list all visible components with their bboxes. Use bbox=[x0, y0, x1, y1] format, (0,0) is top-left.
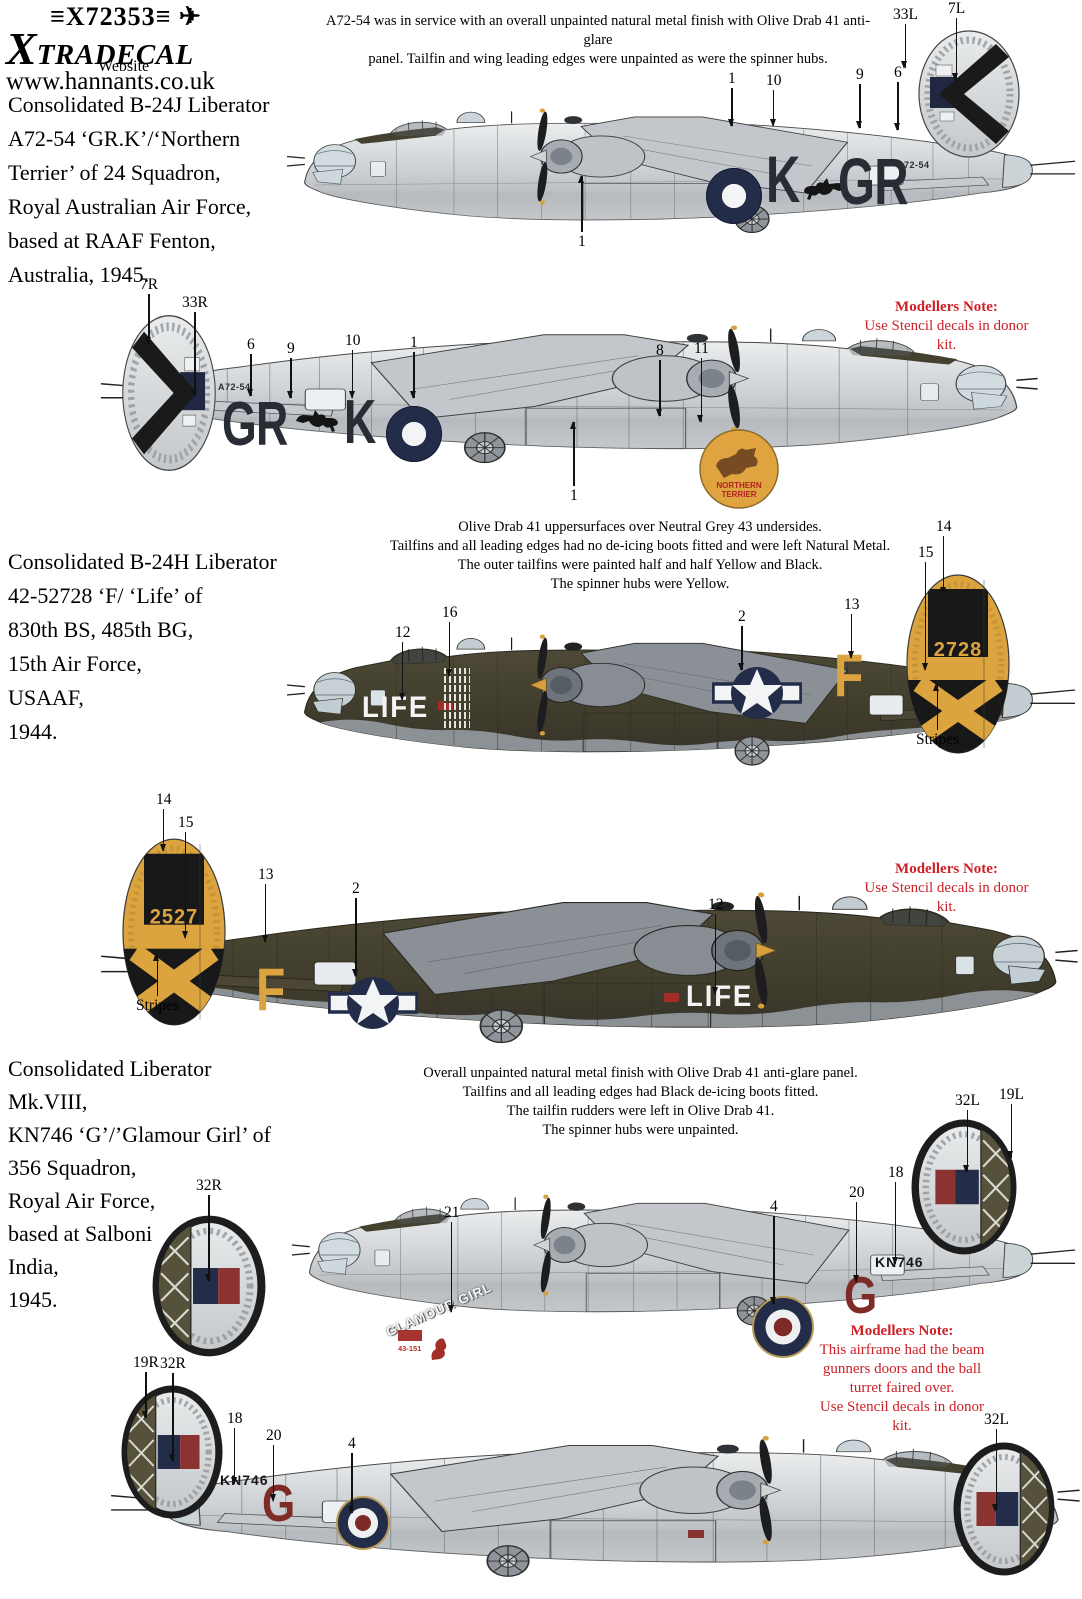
callout: 20 bbox=[849, 1184, 865, 1283]
svg-text:NORTHERN: NORTHERN bbox=[716, 481, 762, 490]
website-url[interactable]: www.hannants.co.uk bbox=[6, 68, 215, 95]
seac-roundel-port bbox=[752, 1296, 814, 1358]
brand-name: XTRADECAL bbox=[6, 23, 194, 74]
plane-icon: ✈ bbox=[178, 2, 202, 31]
profile3-tailfin: 2728 bbox=[904, 572, 1012, 756]
code-letter-k-stbd: K bbox=[344, 388, 376, 457]
code-letters-gr-stbd: GR bbox=[222, 390, 288, 459]
callout: 19L bbox=[999, 1086, 1024, 1159]
callout: 12 bbox=[708, 896, 724, 995]
callout: 18 bbox=[888, 1164, 904, 1265]
callout: 13 bbox=[844, 596, 860, 659]
callout: 10 bbox=[766, 72, 782, 127]
callout: 4 bbox=[346, 1435, 356, 1514]
modellers-note-3: Modellers Note: This airframe had the be… bbox=[819, 1323, 985, 1434]
callout: 33R bbox=[182, 294, 208, 397]
us-star-insignia-stbd bbox=[328, 977, 418, 1029]
seac-roundel-stbd bbox=[336, 1496, 390, 1550]
callout: 1 bbox=[726, 70, 736, 127]
callout: 1 bbox=[408, 334, 418, 399]
callout: 21 bbox=[444, 1204, 460, 1313]
aircraft1-title: Consolidated B-24J Liberator A72-54 ‘GR.… bbox=[8, 92, 270, 287]
scheme3-note: Overall unpainted natural metal finish w… bbox=[423, 1065, 858, 1138]
callout: 32R bbox=[160, 1355, 186, 1462]
brand-initial: X bbox=[6, 23, 37, 74]
code-letters-gr-port: GR bbox=[838, 144, 909, 218]
scheme1-note: A72-54 was in service with an overall un… bbox=[325, 13, 870, 67]
callout: 14 bbox=[936, 518, 952, 595]
callout: 7L bbox=[948, 0, 965, 81]
callout: 33L bbox=[893, 6, 918, 69]
callout: 9 bbox=[285, 340, 295, 399]
callout: 6 bbox=[892, 64, 902, 131]
serial-kn746-port: KN746 bbox=[875, 1254, 924, 1270]
life-name-port: LIFE bbox=[362, 691, 430, 724]
scheme2-note: Olive Drab 41 uppersurfaces over Neutral… bbox=[389, 519, 891, 592]
callout: 8 bbox=[654, 342, 664, 417]
aircraft2-title: Consolidated B-24H Liberator 42-52728 ‘F… bbox=[8, 549, 277, 744]
life-name-stbd: LIFE bbox=[686, 980, 754, 1013]
serial-a7254-port: A72-54 bbox=[897, 160, 930, 170]
callout: 11 bbox=[694, 340, 709, 423]
callout: 32R bbox=[196, 1177, 222, 1282]
callout: 6 bbox=[245, 336, 255, 397]
callout: 15 bbox=[918, 544, 934, 671]
noseart-serial: 43-151 bbox=[398, 1344, 422, 1353]
profile4-artwork bbox=[95, 870, 1080, 1100]
profile6-artwork bbox=[105, 1415, 1082, 1599]
callout: 4 bbox=[768, 1198, 778, 1305]
pinup-figure bbox=[431, 1338, 447, 1360]
callout: 1 bbox=[568, 421, 578, 504]
profile1-tailfin bbox=[916, 28, 1022, 160]
callout: 2 bbox=[736, 608, 746, 671]
callout: 16 bbox=[442, 604, 458, 677]
svg-text:2728: 2728 bbox=[934, 639, 983, 661]
product-code-row: ≡X72353≡ ✈ bbox=[50, 2, 202, 31]
mission-tally bbox=[444, 668, 470, 730]
dog-silhouette-stbd bbox=[296, 410, 338, 432]
callout: 18 bbox=[227, 1410, 243, 1485]
us-star-insignia-port bbox=[712, 667, 802, 719]
svg-text:TERRIER: TERRIER bbox=[721, 490, 756, 499]
callout: 7R bbox=[140, 276, 158, 345]
callout: 14 bbox=[156, 791, 172, 852]
noseart-red-panel bbox=[398, 1330, 422, 1341]
callout: 13 bbox=[258, 866, 274, 943]
northern-terrier-noseart: NORTHERN TERRIER bbox=[699, 429, 779, 509]
callout: 10 bbox=[345, 332, 361, 399]
modellers-note-2: Modellers Note: Use Stencil decals in do… bbox=[864, 861, 1029, 915]
raaf-roundel-port bbox=[706, 168, 762, 224]
callout-stripes: Stripes bbox=[916, 683, 959, 748]
aircraft3-title: Consolidated Liberator Mk.VIII, KN746 ‘G… bbox=[8, 1056, 271, 1312]
life-red-dash-stbd bbox=[664, 993, 679, 1002]
callout: 32L bbox=[984, 1411, 1009, 1512]
callout: 19R bbox=[133, 1354, 159, 1419]
callout-stripes: Stripes bbox=[136, 953, 179, 1014]
modellers-note-1: Modellers Note: Use Stencil decals in do… bbox=[864, 299, 1029, 353]
callout: 12 bbox=[395, 624, 411, 701]
callout: 9 bbox=[854, 66, 864, 129]
letter-f-stbd: F bbox=[256, 956, 286, 1023]
callout: 2 bbox=[350, 880, 360, 977]
callout: 20 bbox=[266, 1427, 282, 1502]
code-letter-k-port: K bbox=[766, 142, 800, 216]
raaf-roundel-stbd bbox=[386, 406, 442, 462]
letter-g-stbd: G bbox=[262, 1475, 296, 1533]
callout: 1 bbox=[576, 175, 586, 250]
callout: 32L bbox=[955, 1092, 980, 1173]
letter-g-port: G bbox=[844, 1267, 878, 1325]
serial-a7254-stbd: A72-54 bbox=[218, 382, 251, 392]
product-code: X72353 bbox=[65, 2, 156, 31]
callout: 15 bbox=[178, 814, 194, 939]
fuselage-red-patch bbox=[688, 1530, 704, 1538]
website-label: Website bbox=[98, 58, 150, 75]
